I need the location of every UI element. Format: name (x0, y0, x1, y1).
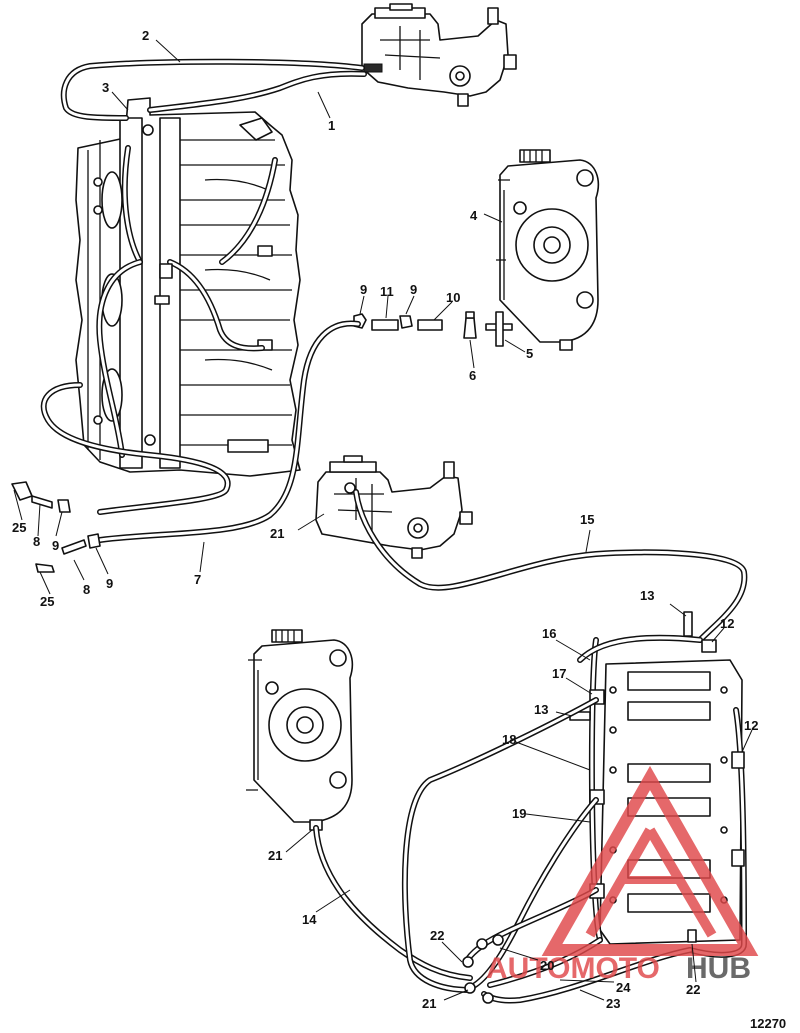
watermark-triangle-outer (541, 765, 759, 956)
callout-21: 21 (270, 526, 284, 541)
callout-24: 24 (616, 980, 631, 995)
hose-1 (147, 70, 367, 113)
callout-22: 22 (430, 928, 444, 943)
callout-12: 12 (720, 616, 734, 631)
callout-9: 9 (410, 282, 417, 297)
engine-block (75, 97, 301, 477)
callout-23: 23 (606, 996, 620, 1011)
callout-19: 19 (512, 806, 526, 821)
callout-9: 9 (52, 538, 59, 553)
vapor-separator-tank-lower (246, 629, 354, 831)
watermark-text-dark: HUB (686, 952, 751, 985)
callout-25: 25 (12, 520, 26, 535)
callout-7: 7 (194, 572, 201, 587)
callout-17: 17 (552, 666, 566, 681)
callout-6: 6 (469, 368, 476, 383)
callout-8: 8 (83, 582, 90, 597)
callout-13: 13 (534, 702, 548, 717)
watermark-logo: AUTOMOTO HUB (486, 765, 759, 985)
callout-14: 14 (302, 912, 317, 927)
figure-number: 12270 (750, 1016, 786, 1031)
leader-lines (13, 39, 753, 1001)
callout-22: 22 (686, 982, 700, 997)
callout-25: 25 (40, 594, 54, 609)
callout-3: 3 (102, 80, 109, 95)
fuel-pump-upper (361, 3, 517, 107)
vapor-separator-tank-upper (496, 149, 600, 351)
fuel-pump-lower (315, 455, 473, 559)
hose-14 (313, 825, 473, 981)
callout-21: 21 (422, 996, 436, 1011)
callout-2: 2 (142, 28, 149, 43)
callout-15: 15 (580, 512, 594, 527)
callout-18: 18 (502, 732, 516, 747)
callout-13: 13 (640, 588, 654, 603)
callout-labels: 1 2 3 4 5 6 7 8 8 9 9 9 9 10 11 12 12 13… (12, 28, 758, 1011)
callout-9: 9 (106, 576, 113, 591)
watermark-text-red: AUTOMOTO (486, 952, 660, 985)
callout-10: 10 (446, 290, 460, 305)
callout-1: 1 (328, 118, 335, 133)
fitting-set-middle (353, 311, 513, 347)
callout-5: 5 (526, 346, 533, 361)
callout-8: 8 (33, 534, 40, 549)
callout-20: 20 (540, 958, 554, 973)
callout-21: 21 (268, 848, 282, 863)
fitting-set-left (11, 481, 101, 573)
callout-9: 9 (360, 282, 367, 297)
callout-4: 4 (470, 208, 478, 223)
callout-16: 16 (542, 626, 556, 641)
callout-11: 11 (380, 284, 394, 299)
callout-12: 12 (744, 718, 758, 733)
